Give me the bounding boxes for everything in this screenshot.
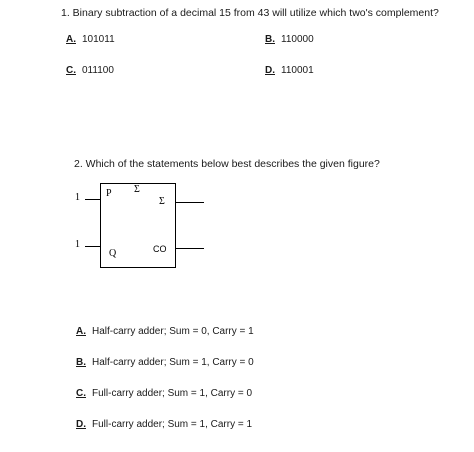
- q2-option-a[interactable]: A. Half-carry adder; Sum = 0, Carry = 1: [76, 326, 254, 337]
- q2-option-c-letter: C.: [76, 388, 86, 399]
- input-bottom-value: 1: [75, 239, 80, 250]
- label-sigma-top: Σ: [134, 184, 140, 195]
- q1-option-c-letter: C.: [66, 65, 76, 76]
- q2-option-b[interactable]: B. Half-carry adder; Sum = 1, Carry = 0: [76, 357, 254, 368]
- q1-option-a-letter: A.: [66, 34, 76, 45]
- label-p: P: [106, 188, 112, 199]
- input-top-value: 1: [75, 192, 80, 203]
- output-carry-wire: [176, 248, 204, 249]
- q2-option-b-letter: B.: [76, 357, 86, 368]
- q1-option-c[interactable]: C. 011100: [66, 65, 114, 76]
- q1-option-c-value: 011100: [82, 65, 114, 76]
- q2-option-d-letter: D.: [76, 419, 86, 430]
- question-1-text: 1. Binary subtraction of a decimal 15 fr…: [61, 7, 439, 19]
- q1-option-d[interactable]: D. 110001: [265, 65, 314, 76]
- label-sigma-output: Σ: [159, 196, 165, 207]
- input-bottom-wire: [85, 246, 100, 247]
- q2-option-c[interactable]: C. Full-carry adder; Sum = 1, Carry = 0: [76, 388, 252, 399]
- label-co: CO: [153, 244, 167, 254]
- q2-option-d-value: Full-carry adder; Sum = 1, Carry = 1: [92, 419, 253, 430]
- q1-option-b[interactable]: B. 110000: [265, 34, 314, 45]
- adder-block: P Σ Σ Q CO: [100, 183, 176, 268]
- label-q: Q: [109, 248, 117, 259]
- q2-option-b-value: Half-carry adder; Sum = 1, Carry = 0: [92, 357, 254, 368]
- q1-option-b-value: 110000: [281, 34, 314, 45]
- input-top-wire: [85, 199, 100, 200]
- q1-option-a[interactable]: A. 101011: [66, 34, 115, 45]
- q1-option-b-letter: B.: [265, 34, 275, 45]
- q1-option-d-letter: D.: [265, 65, 275, 76]
- q2-option-d[interactable]: D. Full-carry adder; Sum = 1, Carry = 1: [76, 419, 252, 430]
- adder-figure: 1 1 P Σ Σ Q CO: [65, 183, 215, 273]
- q1-option-a-value: 101011: [82, 34, 115, 45]
- output-sum-wire: [176, 202, 204, 203]
- q2-option-a-letter: A.: [76, 326, 86, 337]
- q1-option-d-value: 110001: [281, 65, 314, 76]
- q2-option-c-value: Full-carry adder; Sum = 1, Carry = 0: [92, 388, 253, 399]
- q2-option-a-value: Half-carry adder; Sum = 0, Carry = 1: [92, 326, 254, 337]
- question-2-text: 2. Which of the statements below best de…: [74, 158, 380, 170]
